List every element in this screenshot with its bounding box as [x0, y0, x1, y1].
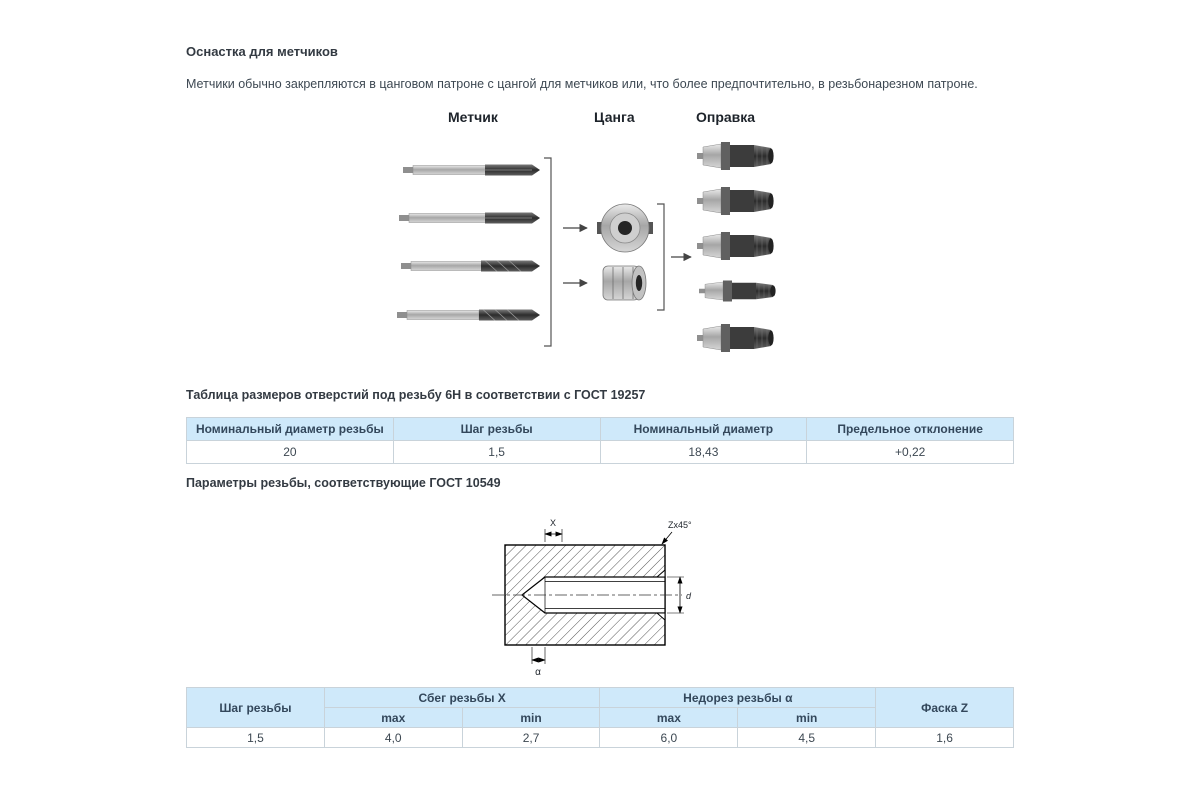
- subheader-runout-max: max: [323, 707, 463, 728]
- cell-runout-max: 4,0: [323, 727, 463, 748]
- tap-illustration-1: [403, 164, 540, 176]
- hole-table-caption: Таблица размеров отверстий под резьбу 6Н…: [186, 388, 646, 402]
- diagram-label-tap: Метчик: [448, 109, 498, 125]
- intro-text: Метчики обычно закрепляются в цанговом п…: [186, 77, 978, 91]
- chamfer-top: [655, 568, 666, 578]
- cell-pitch: 1,5: [186, 727, 325, 748]
- dim-label-d: d: [686, 591, 692, 601]
- header-nominal-diameter: Номинальный диаметр: [599, 417, 808, 441]
- diagram-label-collet: Цанга: [594, 109, 635, 125]
- hole-table-header-row: Номинальный диаметр резьбы Шаг резьбы Но…: [186, 417, 1014, 441]
- header-thread-runout-x: Сбег резьбы X: [323, 687, 601, 708]
- cell-undercut-min: 4,5: [737, 727, 877, 748]
- tap-illustration-4: [397, 309, 540, 321]
- holder-illustration-4: [698, 280, 777, 302]
- header-thread-pitch: Шаг резьбы: [186, 687, 325, 728]
- subheader-undercut-max: max: [599, 707, 739, 728]
- subheader-runout-min: min: [461, 707, 601, 728]
- tap-collet-illustration: [602, 265, 647, 301]
- thread-section-caption: Параметры резьбы, соответствующие ГОСТ 1…: [186, 476, 501, 490]
- cell-limit-deviation: +0,22: [806, 440, 1014, 464]
- cell-chamfer: 1,6: [875, 727, 1014, 748]
- tap-illustration-3: [401, 260, 540, 272]
- hole-table-data-row: 20 1,5 18,43 +0,22: [186, 440, 1014, 464]
- cell-nominal-diameter: 18,43: [599, 440, 808, 464]
- header-thread-pitch: Шаг резьбы: [392, 417, 601, 441]
- dim-label-x: X: [550, 518, 556, 528]
- thread-table-group-header-row: Шаг резьбы Сбег резьбы X Недорез резьбы …: [186, 687, 1014, 728]
- section-title: Оснастка для метчиков: [186, 44, 338, 59]
- subheader-undercut-min: min: [737, 707, 877, 728]
- thread-table-data-row: 1,5 4,0 2,7 6,0 4,5 1,6: [186, 727, 1014, 748]
- thread-parameters-table: Шаг резьбы Сбег резьбы X Недорез резьбы …: [186, 687, 1014, 748]
- tap-illustration-2: [399, 212, 540, 224]
- diagram-label-holder: Оправка: [696, 109, 756, 125]
- hole-size-table: Номинальный диаметр резьбы Шаг резьбы Но…: [186, 417, 1014, 464]
- cell-nominal-thread-diameter: 20: [186, 440, 394, 464]
- threaded-hole-drawing: X Zx45° d α: [492, 518, 692, 678]
- holder-illustration-2: [696, 186, 775, 216]
- collet-group-bracket: [657, 203, 665, 311]
- header-thread-undercut-alpha: Недорез резьбы α: [599, 687, 877, 708]
- tap-group-bracket: [544, 157, 552, 347]
- holder-illustration-1: [696, 141, 775, 171]
- cell-thread-pitch: 1,5: [392, 440, 601, 464]
- cell-runout-min: 2,7: [461, 727, 601, 748]
- holder-illustration-5: [696, 323, 775, 353]
- tap-collet-chuck-illustration: [597, 203, 653, 253]
- header-limit-deviation: Предельное отклонение: [806, 417, 1014, 441]
- header-nominal-thread-diameter: Номинальный диаметр резьбы: [186, 417, 394, 441]
- dim-label-alpha: α: [535, 667, 541, 678]
- cell-undercut-max: 6,0: [599, 727, 739, 748]
- dim-label-z: Zx45°: [668, 520, 692, 530]
- tooling-diagram-illustration: [397, 141, 777, 353]
- chamfer-bottom: [655, 612, 666, 622]
- header-chamfer-z: Фаска Z: [875, 687, 1014, 728]
- thread-table-subheader-row: max min max min: [187, 707, 1014, 728]
- holder-illustration-3: [696, 231, 775, 261]
